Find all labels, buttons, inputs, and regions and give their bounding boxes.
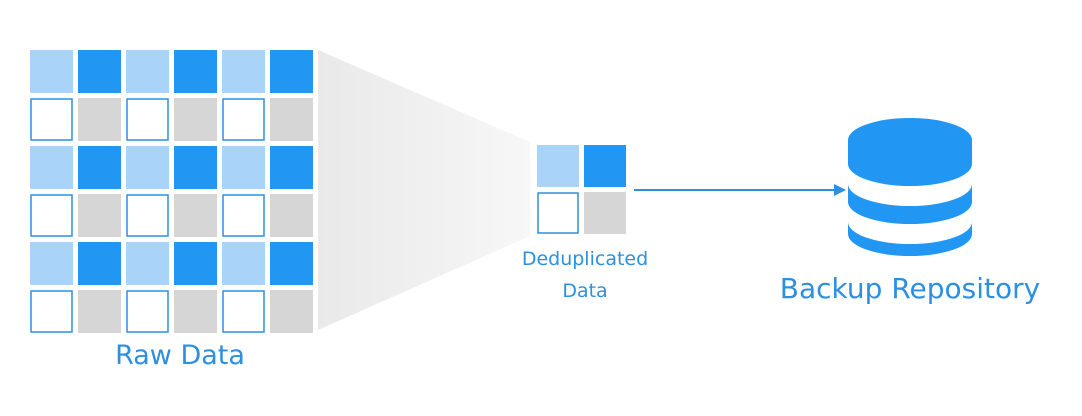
raw-data-grid: [30, 50, 313, 333]
raw-data-block-light-blue: [222, 50, 265, 93]
raw-data-block-light-blue: [126, 242, 169, 285]
raw-data-block-dark-blue: [78, 242, 121, 285]
raw-data-block-white: [126, 194, 169, 237]
raw-data-block-light-blue: [30, 50, 73, 93]
raw-data-block-white: [222, 98, 265, 141]
raw-data-block-grey: [78, 98, 121, 141]
deduplicated-data-label: Deduplicated Data: [500, 243, 670, 307]
raw-data-label: Raw Data: [115, 340, 245, 371]
raw-data-block-light-blue: [222, 242, 265, 285]
raw-data-block-grey: [174, 194, 217, 237]
raw-data-block-grey: [174, 98, 217, 141]
raw-data-block-grey: [78, 194, 121, 237]
raw-data-block-white: [30, 98, 73, 141]
raw-data-block-white: [126, 98, 169, 141]
raw-data-block-grey: [270, 290, 313, 333]
raw-data-block-dark-blue: [174, 146, 217, 189]
raw-data-block-grey: [174, 290, 217, 333]
deduplicated-data-grid: [537, 145, 626, 234]
raw-data-block-grey: [270, 194, 313, 237]
raw-data-block-dark-blue: [270, 146, 313, 189]
arrow-icon: [634, 184, 846, 196]
raw-data-block-light-blue: [126, 146, 169, 189]
deduplicated-block-dark-blue: [584, 145, 626, 187]
deduplicated-block-light-blue: [537, 145, 579, 187]
raw-data-block-grey: [78, 290, 121, 333]
raw-data-block-light-blue: [30, 146, 73, 189]
raw-data-block-dark-blue: [174, 50, 217, 93]
deduplicated-label-line2: Data: [562, 280, 608, 302]
raw-data-block-white: [30, 290, 73, 333]
raw-data-block-white: [222, 194, 265, 237]
compression-funnel: [318, 50, 530, 330]
deduplicated-block-white: [537, 192, 579, 234]
raw-data-block-light-blue: [222, 146, 265, 189]
deduplicated-label-line1: Deduplicated: [521, 248, 649, 270]
deduplicated-block-grey: [584, 192, 626, 234]
raw-data-block-dark-blue: [78, 146, 121, 189]
raw-data-block-dark-blue: [270, 242, 313, 285]
raw-data-block-light-blue: [126, 50, 169, 93]
backup-repository-label: Backup Repository: [779, 272, 1041, 305]
database-icon: [848, 118, 972, 256]
raw-data-block-white: [222, 290, 265, 333]
raw-data-block-dark-blue: [78, 50, 121, 93]
raw-data-block-light-blue: [30, 242, 73, 285]
raw-data-block-dark-blue: [270, 50, 313, 93]
raw-data-block-white: [30, 194, 73, 237]
raw-data-block-white: [126, 290, 169, 333]
raw-data-block-grey: [270, 98, 313, 141]
raw-data-block-dark-blue: [174, 242, 217, 285]
